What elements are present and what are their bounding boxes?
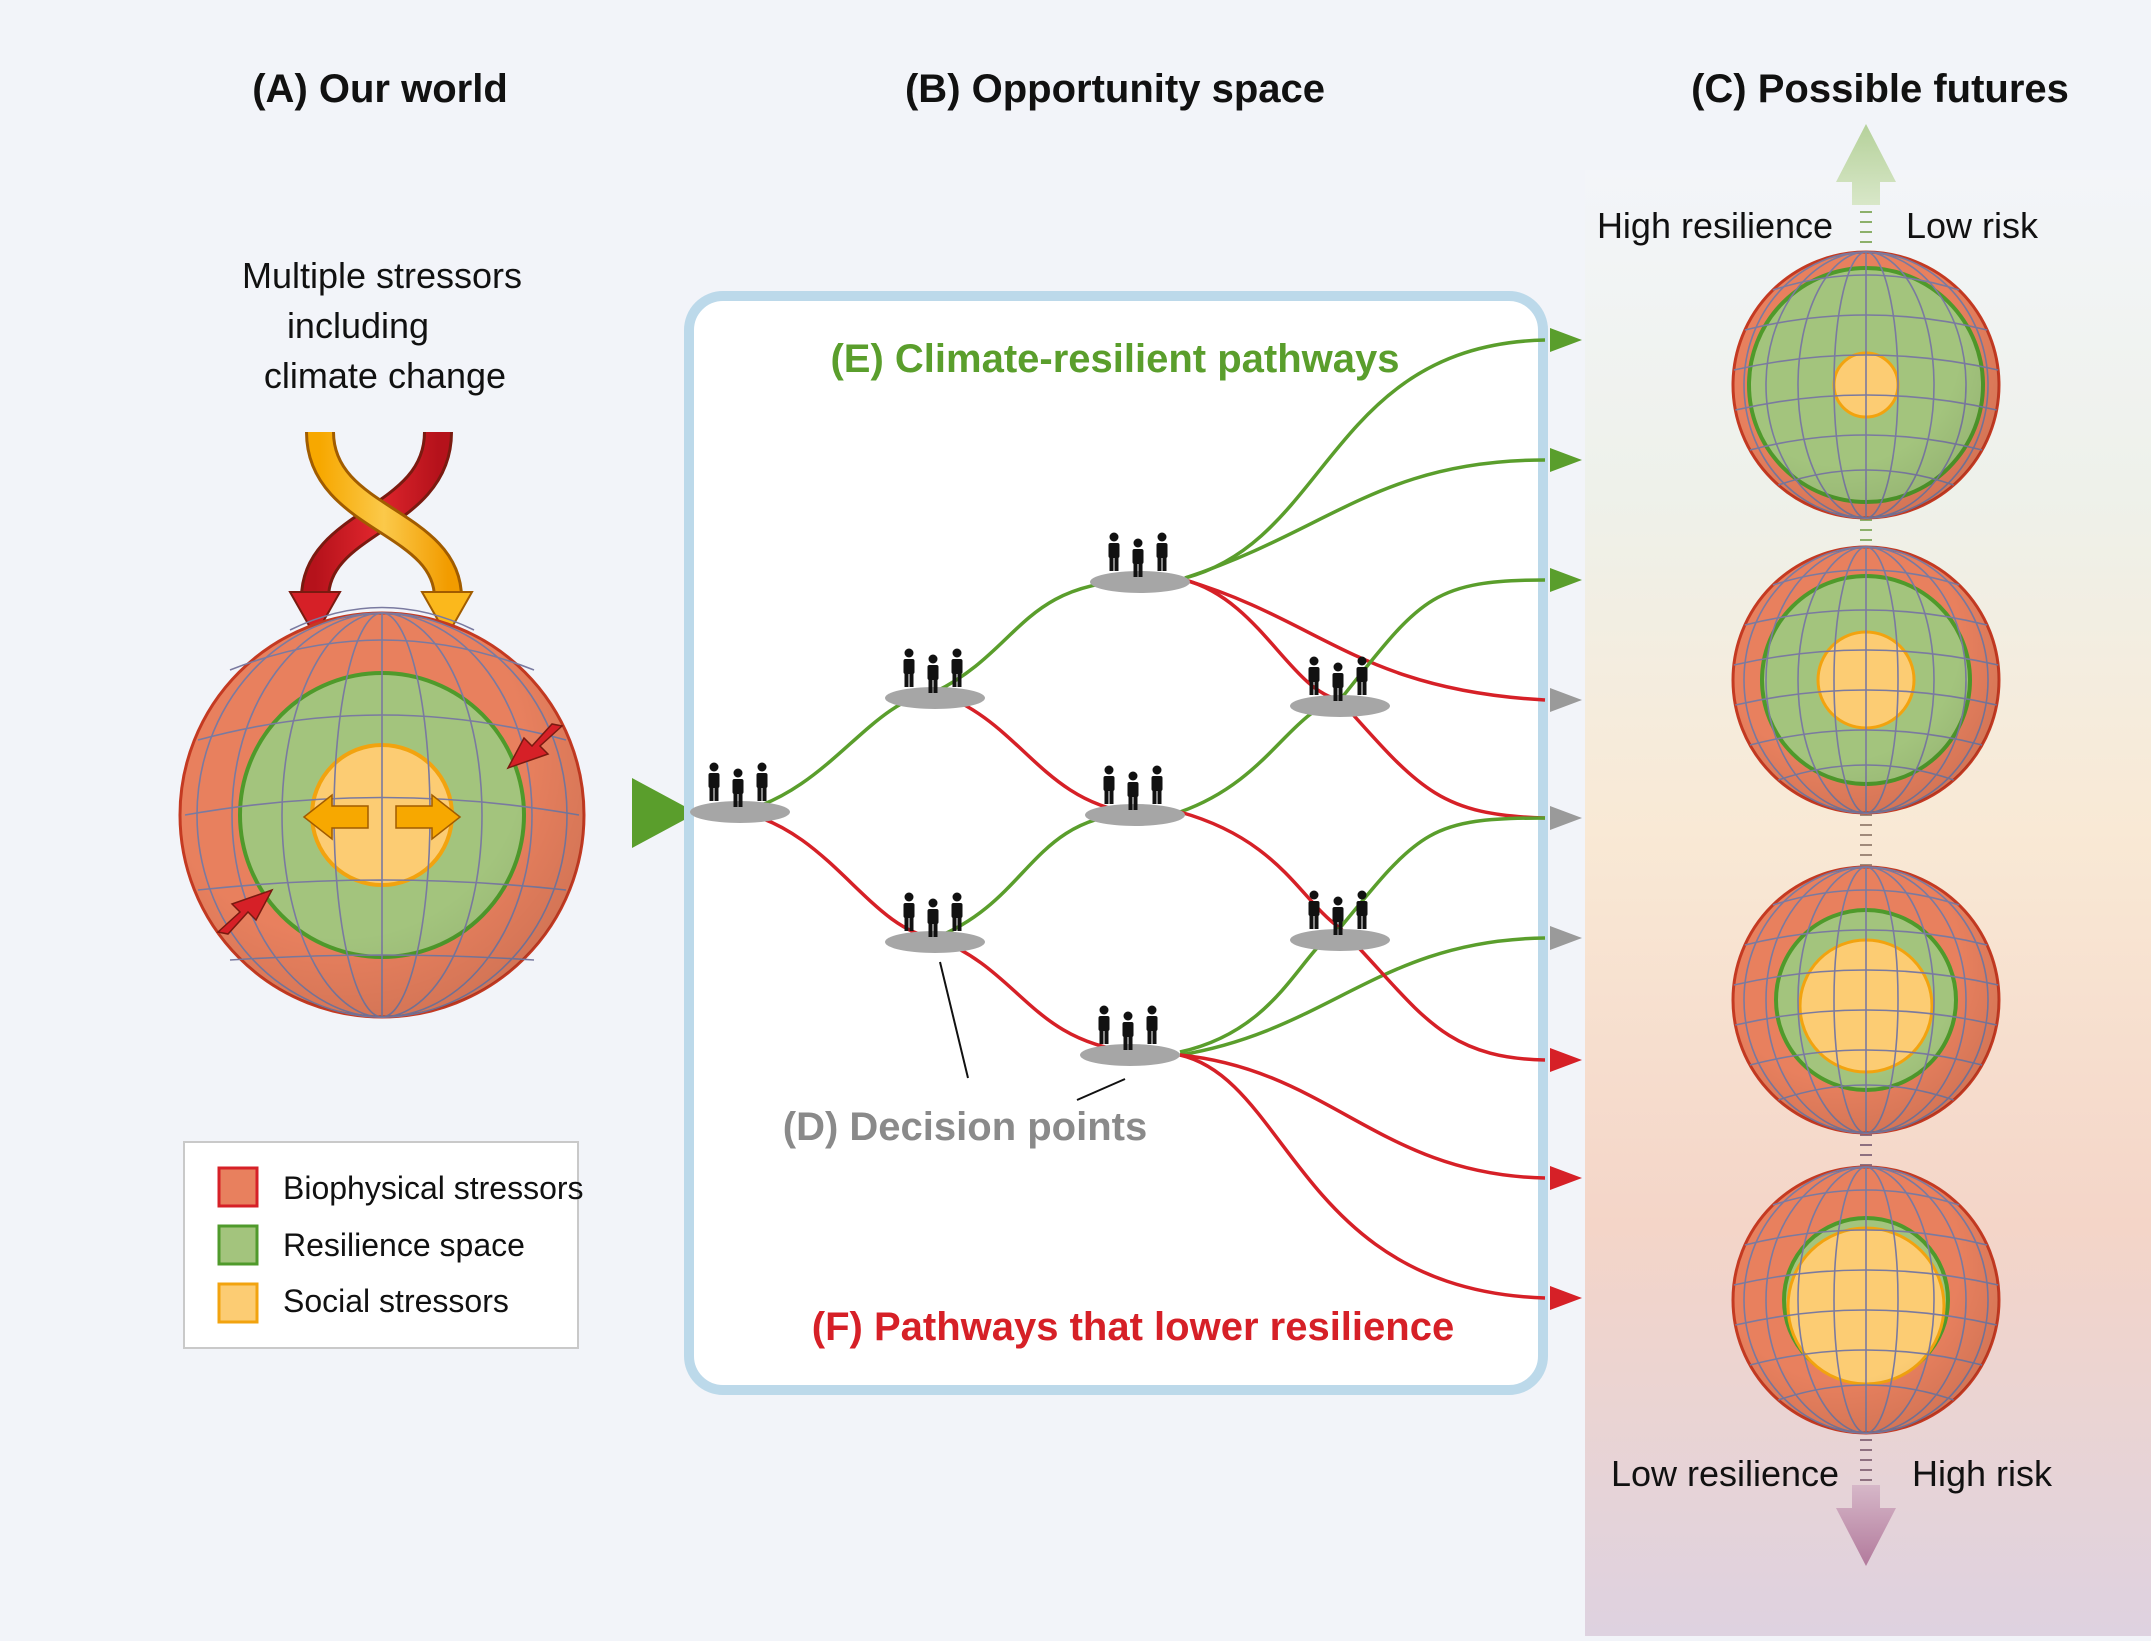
red-arrowhead-icon [1550,1286,1582,1310]
stressor-arrows [288,430,474,639]
future-globe-icon [1731,250,2001,520]
green-pathway [1338,578,1546,702]
legend-swatch-resilience [217,1224,259,1266]
legend-swatch-social [217,1282,259,1324]
decision-point [690,762,790,823]
green-pathway [1184,458,1546,580]
decision-platform [1090,571,1190,593]
up-arrow-icon [1836,124,1896,205]
entry-arrow-icon [632,778,697,848]
right-arrow-icon [395,793,462,841]
legend-label-resilience: Resilience space [283,1227,525,1263]
lower-resilience-pathways-label: (F) Pathways that lower resilience [812,1305,1454,1349]
opportunity-space-box [684,291,1548,1395]
decision-platform [1085,804,1185,826]
legend-label-biophysical: Biophysical stressors [283,1170,584,1206]
climate-resilient-pathways-label: (E) Climate-resilient pathways [830,337,1399,381]
incoming-stressor-arrow-icon [506,723,564,770]
possible-futures [1731,250,2001,1435]
grey-arrowhead-icon [1550,926,1582,950]
red-pathway [1338,698,1546,820]
grey-arrowhead-icon [1550,688,1582,712]
red-pathway [934,936,1133,1054]
legend: Biophysical stressors Resilience space S… [183,1141,584,1349]
decision-platform [1290,929,1390,951]
panel-a-title: (A) Our world [252,67,508,111]
decision-point [1290,890,1390,951]
red-arrowhead-icon [1550,1048,1582,1072]
decision-point [885,648,985,709]
resilience-scale: High resilience Low risk Low resilience … [1597,124,2053,1566]
pathway-endpoints [1550,328,1582,1310]
decision-platform [885,687,985,709]
red-pathway [1184,578,1546,702]
panel-c-title: (C) Possible futures [1691,67,2069,111]
decision-point [1090,532,1190,593]
decision-point [1080,1005,1180,1066]
red-pathway [1184,578,1341,702]
down-arrow-icon [1836,1485,1896,1566]
legend-swatch-biophysical [217,1166,259,1208]
decision-pointer-line [1076,1078,1126,1101]
decision-platform [690,801,790,823]
decision-point [885,892,985,953]
decision-point [1290,656,1390,717]
our-world-globe-icon [178,606,586,1019]
incoming-stressor-arrow-icon [216,888,274,935]
high-risk-label: High risk [1912,1453,2053,1494]
decision-platform [885,931,985,953]
stressors-label: Multiple stressors including climate cha… [242,255,522,396]
green-arrowhead-icon [1550,448,1582,472]
red-pathway [1179,1053,1546,1180]
decision-points-label: (D) Decision points [783,1105,1147,1149]
red-pathway [1179,810,1342,930]
grey-arrowhead-icon [1550,806,1582,830]
decision-nodes [690,532,1390,1066]
low-risk-label: Low risk [1906,205,2039,246]
high-resilience-label: High resilience [1597,205,1833,246]
stressors-line-1: Multiple stressors [242,255,522,296]
left-arrow-icon [302,793,369,841]
future-globe-icon [1731,865,2001,1135]
green-arrowhead-icon [1550,568,1582,592]
red-pathway [1338,926,1546,1062]
decision-pointer-line [939,961,969,1079]
red-pathway [1179,1053,1546,1300]
decision-point [1085,765,1185,826]
future-globe-icon [1731,1165,2001,1435]
red-arrowhead-icon [1550,1166,1582,1190]
green-pathway [1179,936,1546,1057]
low-resilience-label: Low resilience [1611,1453,1839,1494]
green-arrowhead-icon [1550,328,1582,352]
stressors-line-3: climate change [264,355,506,396]
panel-b-title: (B) Opportunity space [905,67,1325,111]
green-pathway [1338,816,1546,930]
green-pathway [1184,338,1546,580]
decision-platform [1290,695,1390,717]
decision-platform [1080,1044,1180,1066]
stressors-line-2: including [287,305,429,346]
legend-label-social: Social stressors [283,1283,509,1319]
future-globe-icon [1731,545,2001,815]
